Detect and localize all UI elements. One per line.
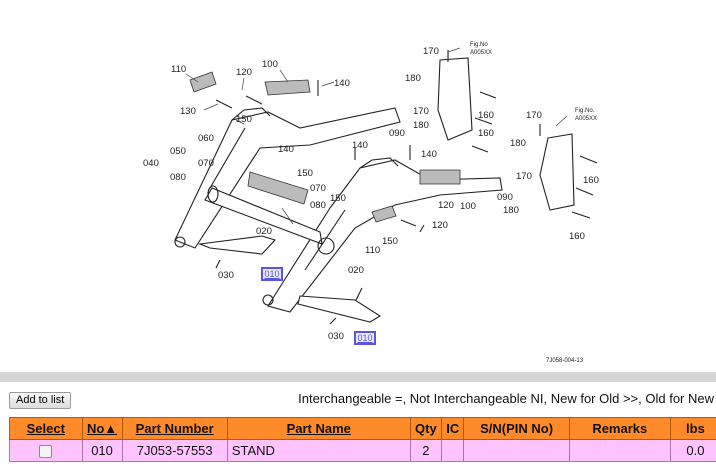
row-remarks xyxy=(568,439,671,462)
hotspot-010-left[interactable]: 010 xyxy=(261,267,283,281)
row-sn xyxy=(463,439,570,462)
callout-number: 150 xyxy=(382,236,398,247)
fig-label-line1: Fig.No xyxy=(470,42,488,48)
callout-number: 160 xyxy=(478,110,494,121)
add-to-list-button[interactable]: Add to list xyxy=(9,392,72,409)
callout-number: 070 xyxy=(310,183,326,194)
column-header-qty: Qty xyxy=(409,417,443,440)
callout-number: 180 xyxy=(405,73,421,84)
callout-number: 110 xyxy=(365,245,380,256)
row-select-cell xyxy=(9,439,83,462)
fig-references: Fig.No A005XX Fig.No. A005XX 7J058-004-1… xyxy=(470,42,597,364)
callout-number: 030 xyxy=(218,270,234,281)
callout-number: 160 xyxy=(583,175,599,186)
column-header-no[interactable]: No▲ xyxy=(81,417,123,440)
callout-number: 160 xyxy=(478,128,494,139)
drawing-code: 7J058-004-13 xyxy=(546,358,584,364)
column-header-lbs: lbs xyxy=(669,417,716,440)
callout-number: 170 xyxy=(516,171,532,182)
parts-diagram-drawing: 110 120 100 140 130 150 060 040 050 070 … xyxy=(143,42,599,364)
section-divider xyxy=(0,372,716,382)
row-lbs: 0.0 xyxy=(669,439,716,462)
parts-table: Select No▲ Part Number Part Name Qty IC … xyxy=(9,417,716,462)
callout-number: 170 xyxy=(423,46,439,57)
leader-lines xyxy=(185,47,568,225)
callout-number: 140 xyxy=(334,78,350,89)
callout-number: 060 xyxy=(198,133,214,144)
callout-number: 090 xyxy=(389,128,405,139)
callout-number: 150 xyxy=(236,114,252,125)
callout-number: 050 xyxy=(170,146,186,157)
fig-label-line2: A005XX xyxy=(575,116,597,122)
callout-numbers: 110 120 100 140 130 150 060 040 050 070 … xyxy=(143,46,599,342)
row-part-name: STAND xyxy=(226,439,411,462)
row-qty: 2 xyxy=(409,439,443,462)
callout-number: 080 xyxy=(310,200,326,211)
callout-number: 020 xyxy=(256,226,272,237)
callout-number: 100 xyxy=(460,201,476,212)
callout-number: 170 xyxy=(526,110,542,121)
table-row: 010 7J053-57553 STAND 2 0.0 xyxy=(9,439,716,462)
callout-number: 140 xyxy=(278,144,294,155)
callout-number: 180 xyxy=(510,138,526,149)
column-header-select[interactable]: Select xyxy=(9,417,83,440)
parts-diagram: 110 120 100 140 130 150 060 040 050 070 … xyxy=(143,42,599,364)
callout-number: 150 xyxy=(297,168,313,179)
hotspot-010-right[interactable]: 010 xyxy=(354,331,376,345)
callout-number: 110 xyxy=(171,64,186,75)
callout-number: 160 xyxy=(569,231,585,242)
parts-table-header: Select No▲ Part Number Part Name Qty IC … xyxy=(9,417,716,440)
row-select-checkbox[interactable] xyxy=(39,445,53,459)
callout-number: 090 xyxy=(497,192,513,203)
callout-number: 040 xyxy=(143,158,159,169)
row-no: 010 xyxy=(81,439,123,462)
callout-number: 170 xyxy=(413,106,429,117)
callout-number: 180 xyxy=(413,120,429,131)
column-header-sn: S/N(PIN No) xyxy=(463,417,570,440)
callout-number: 020 xyxy=(348,265,364,276)
callout-number: 030 xyxy=(328,331,344,342)
column-header-part-name[interactable]: Part Name xyxy=(226,417,411,440)
callout-number: 130 xyxy=(180,106,196,117)
callout-number: 120 xyxy=(236,67,252,78)
callout-number: 100 xyxy=(262,59,278,70)
callout-number: 150 xyxy=(330,193,346,204)
column-header-part-number[interactable]: Part Number xyxy=(121,417,228,440)
callout-number: 120 xyxy=(432,220,448,231)
column-header-ic: IC xyxy=(441,417,465,440)
toolbar: Add to list Interchangeable =, Not Inter… xyxy=(0,382,716,416)
callout-number: 140 xyxy=(352,140,368,151)
row-ic xyxy=(441,439,465,462)
row-part-number: 7J053-57553 xyxy=(121,439,228,462)
loader-frame-drawing xyxy=(174,50,598,325)
fig-label-line1: Fig.No. xyxy=(575,108,595,114)
callout-number: 140 xyxy=(421,149,437,160)
fig-label-line2: A005XX xyxy=(470,50,492,56)
callout-number: 120 xyxy=(438,200,454,211)
callout-number: 080 xyxy=(170,172,186,183)
column-header-remarks: Remarks xyxy=(568,417,671,440)
callout-number: 180 xyxy=(503,205,519,216)
interchangeability-legend: Interchangeable =, Not Interchangeable N… xyxy=(298,391,714,406)
hatched-pads xyxy=(189,71,461,223)
callout-number: 070 xyxy=(198,158,214,169)
